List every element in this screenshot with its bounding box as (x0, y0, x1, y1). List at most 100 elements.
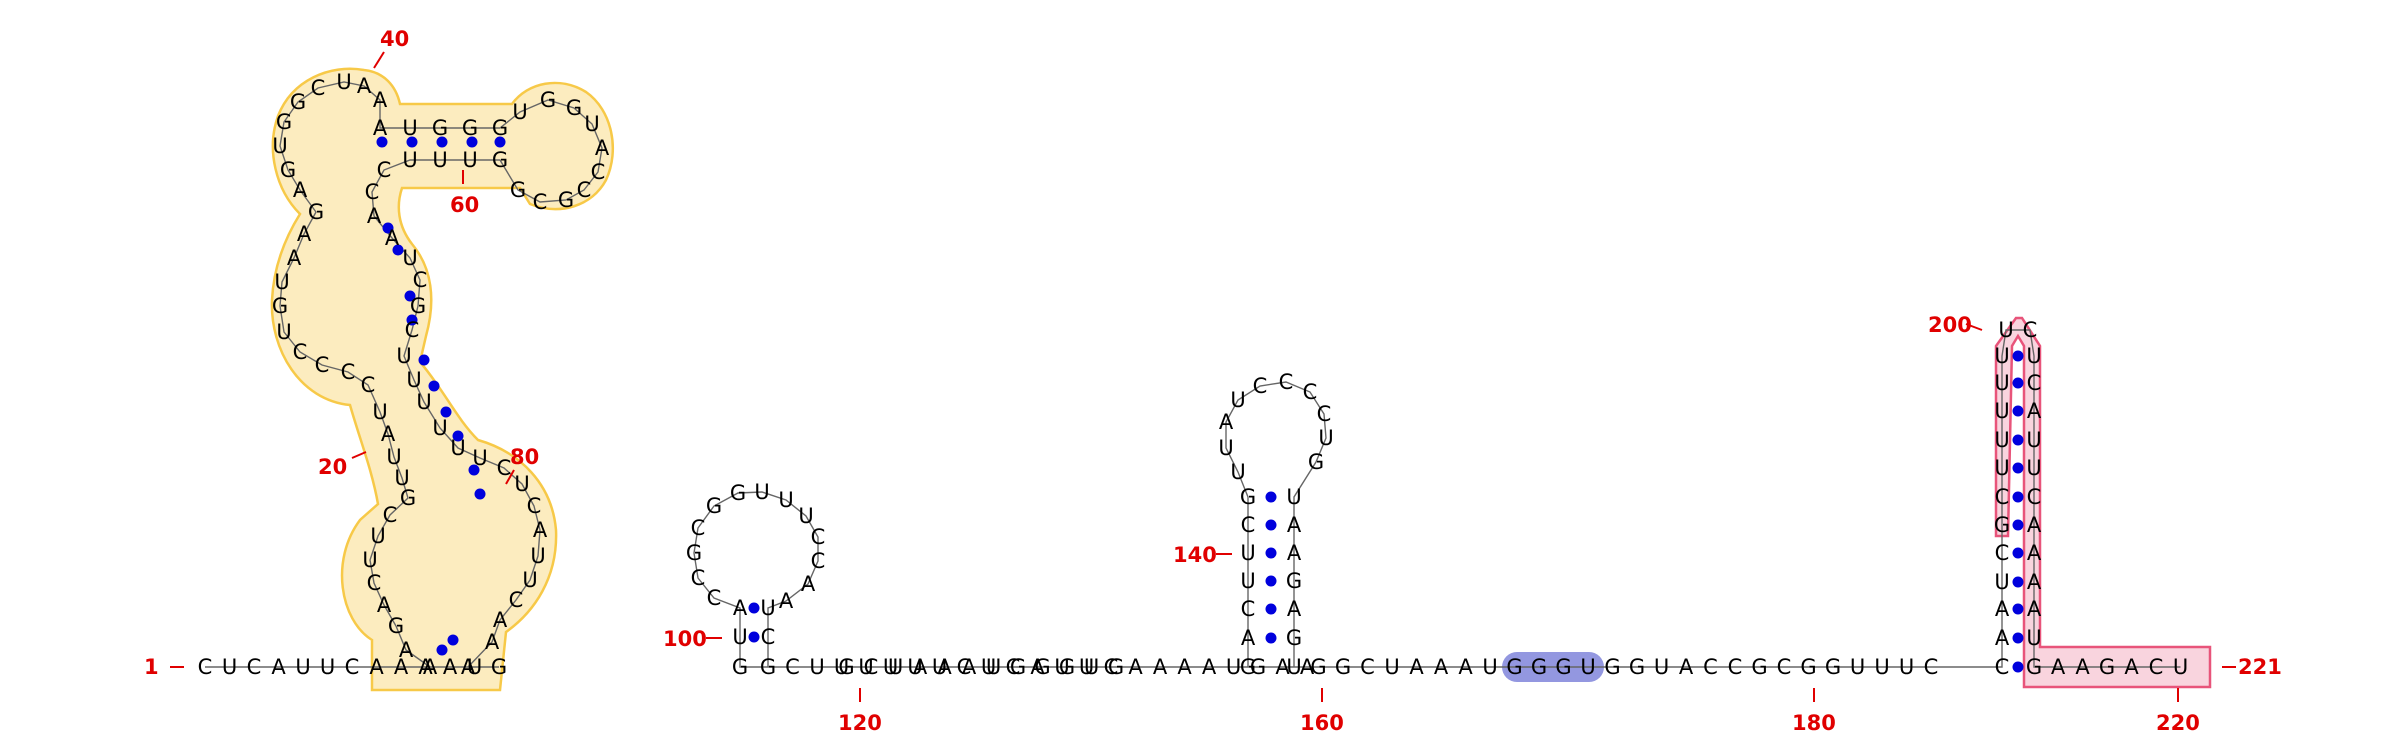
nucleotide: U (450, 436, 465, 460)
nucleotide: A (801, 572, 816, 596)
nucleotide: A (1030, 655, 1045, 679)
nucleotide: U (416, 390, 431, 414)
nucleotide: G (276, 110, 292, 134)
position-labels: 1 20 40 60 80 100 120 140 160 180 200 22… (144, 27, 2282, 735)
base-pair-dot (406, 136, 418, 148)
base-pair-dot (2012, 434, 2024, 446)
nucleotide: U (2026, 456, 2041, 480)
nucleotide: C (577, 178, 592, 202)
nucleotide: C (1241, 597, 1256, 621)
nucleotide: A (2027, 513, 2042, 537)
nucleotide: A (1128, 655, 1143, 679)
nucleotide: A (1458, 655, 1473, 679)
nucleotide: A (373, 116, 388, 140)
nucleotide: U (932, 655, 947, 679)
nucleotide: A (1434, 655, 1449, 679)
nucleotide: A (2051, 655, 2066, 679)
nucleotide: U (394, 466, 409, 490)
nucleotide: A (1409, 655, 1424, 679)
nucleotide: U (1230, 460, 1245, 484)
nucleotide: U (798, 504, 813, 528)
position-label-40: 40 (380, 27, 409, 51)
nucleotide: U (402, 246, 417, 270)
nucleotide: U (432, 148, 447, 172)
nucleotide: G (1250, 655, 1266, 679)
nucleotide: A (377, 593, 392, 617)
nucleotide: U (1226, 655, 1241, 679)
nucleotide: G (492, 116, 508, 140)
highlight-regions (270, 67, 2212, 692)
nucleotide: G (1010, 655, 1026, 679)
base-pair-dot (1265, 519, 1277, 531)
nucleotide: U (760, 596, 775, 620)
base-pair-dot (2012, 519, 2024, 531)
nucleotide: U (1899, 655, 1914, 679)
nucleotide: G (272, 294, 288, 318)
nucleotide: C (811, 525, 826, 549)
position-label-140: 140 (1173, 543, 1217, 567)
nucleotide: U (295, 655, 310, 679)
nucleotide: C (341, 360, 356, 384)
position-label-221: 221 (2238, 655, 2282, 679)
nucleotide: U (396, 344, 411, 368)
nucleotide: A (937, 655, 952, 679)
nucleotide: U (1994, 428, 2009, 452)
nucleotide: C (367, 571, 382, 595)
nucleotide: U (1580, 655, 1595, 679)
nucleotide: G (1800, 655, 1816, 679)
nucleotide: A (2027, 399, 2042, 423)
nucleotide: U (1218, 436, 1233, 460)
nucleotide: G (432, 116, 448, 140)
nucleotide: U (1054, 655, 1069, 679)
highlight-pink-region (1994, 316, 2212, 689)
nucleotide: U (858, 655, 873, 679)
nucleotide: C (345, 655, 360, 679)
nucleotide: U (888, 655, 903, 679)
base-pair-dot (748, 631, 760, 643)
nucleotide: C (377, 158, 392, 182)
nucleotide: U (320, 655, 335, 679)
nucleotide: A (293, 178, 308, 202)
nucleotide: U (274, 270, 289, 294)
nucleotide: U (222, 655, 237, 679)
base-pair-dot (1265, 547, 1277, 559)
nucleotide: G (388, 614, 404, 638)
nucleotide: G (1335, 655, 1351, 679)
nucleotide: C (497, 456, 512, 480)
nucleotide: A (287, 246, 302, 270)
nucleotide: A (423, 655, 438, 679)
nucleotide: G (706, 494, 722, 518)
nucleotide: A (1679, 655, 1694, 679)
base-pair-dot (2012, 632, 2024, 644)
nucleotide: C (1241, 513, 1256, 537)
tick-80 (505, 469, 515, 485)
nucleotide: G (1629, 655, 1645, 679)
position-label-60: 60 (450, 193, 479, 217)
base-pair-dot (2012, 547, 2024, 559)
nucleotide: C (2023, 318, 2038, 342)
nucleotide: C (405, 318, 420, 342)
nucleotide: C (1279, 370, 1294, 394)
nucleotide: U (530, 544, 545, 568)
nucleotide: U (1240, 541, 1255, 565)
nucleotide: G (1994, 513, 2010, 537)
nucleotide: G (1240, 655, 1256, 679)
nucleotide: G (686, 541, 702, 565)
nucleotide: U (732, 625, 747, 649)
nucleotide: G (1604, 655, 1620, 679)
nucleotide: A (533, 518, 548, 542)
base-pair-dot (466, 136, 478, 148)
nucleotide: C (311, 76, 326, 100)
nucleotide: C (1728, 655, 1743, 679)
nucleotide: A (271, 655, 286, 679)
nucleotide: C (811, 549, 826, 573)
nucleotide: A (485, 630, 500, 654)
nucleotide: A (2075, 655, 2090, 679)
nucleotide: A (367, 204, 382, 228)
base-pair-dot (2012, 405, 2024, 417)
highlight-yellow-region (270, 67, 614, 692)
nucleotide: G (410, 294, 426, 318)
nucleotide: A (1202, 655, 1217, 679)
nucleotide: U (372, 400, 387, 424)
